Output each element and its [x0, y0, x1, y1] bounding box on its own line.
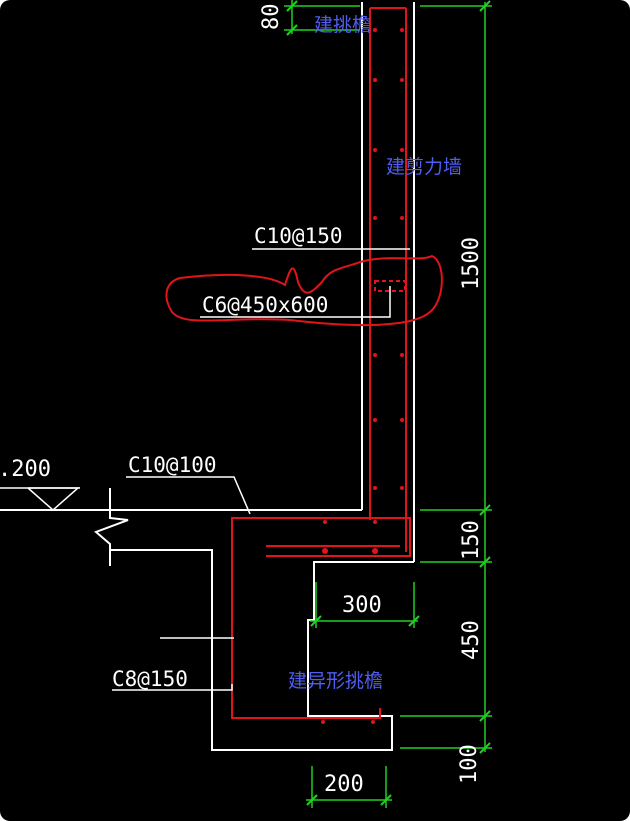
hand-drawn-circle	[165, 254, 443, 327]
label-wall-top: 建挑檐	[314, 14, 371, 36]
rebar-slab-top	[246, 517, 411, 557]
dimension-ticks	[286, 0, 491, 806]
elevation-text: .200	[0, 457, 51, 482]
rebar-dot	[373, 216, 377, 220]
tick	[479, 504, 491, 516]
rebar-dot	[323, 520, 327, 524]
label-c8-150: C8@150	[112, 667, 188, 691]
dim-1500-text: 1500	[459, 237, 484, 290]
rebar-dot	[373, 78, 377, 82]
tick	[479, 556, 491, 568]
tick	[310, 615, 322, 627]
rebar-dot	[372, 548, 378, 554]
rebar-dots	[321, 28, 404, 724]
leader-lines	[0, 248, 410, 691]
tick	[286, 0, 298, 12]
break-line	[94, 488, 129, 566]
dim-100-text: 100	[457, 744, 482, 784]
dim-150-text: 150	[459, 520, 484, 560]
rebar-dot	[400, 486, 404, 490]
rebar-eave	[231, 517, 381, 719]
label-shear-wall: 建剪力墙	[386, 156, 462, 178]
rebar-dot	[400, 418, 404, 422]
dimension-lines	[284, 0, 492, 808]
rebar-dot	[400, 148, 404, 152]
rebar-dot	[373, 28, 377, 32]
rebar-dot	[373, 486, 377, 490]
rebar-group	[231, 7, 411, 719]
rebar-dot	[373, 353, 377, 357]
label-c10-150: C10@150	[254, 224, 343, 248]
rebar-dot	[400, 28, 404, 32]
elevation-triangle	[27, 487, 80, 511]
rebar-dot	[400, 216, 404, 220]
leader-c10-100	[126, 476, 251, 515]
rebar-dot	[373, 148, 377, 152]
leader-c8-150	[112, 684, 233, 691]
rebar-dot	[371, 720, 375, 724]
label-irregular-eave: 建异形挑檐	[288, 670, 383, 692]
rebar-tie-box	[374, 280, 406, 292]
concrete-outline	[0, 2, 415, 751]
tick	[286, 24, 298, 36]
tick	[479, 0, 491, 12]
tick	[380, 794, 392, 806]
label-c10-100: C10@100	[128, 453, 217, 477]
rebar-dot	[373, 418, 377, 422]
label-c6-450x600: C6@450x600	[202, 293, 328, 317]
dim-200-text: 200	[324, 772, 364, 797]
rebar-dot	[321, 720, 325, 724]
dim-450-text: 450	[459, 620, 484, 660]
tick	[479, 710, 491, 722]
leader-c6	[200, 286, 391, 318]
eave-outline	[110, 549, 414, 751]
rebar-dot	[373, 520, 377, 524]
tick	[408, 615, 420, 627]
rebar-dot	[400, 78, 404, 82]
dim-80-text: 80	[259, 4, 284, 31]
rebar-dot	[322, 548, 328, 554]
dim-300-text: 300	[342, 593, 382, 618]
rebar-dot	[400, 353, 404, 357]
tick	[479, 742, 491, 754]
tick	[306, 794, 318, 806]
